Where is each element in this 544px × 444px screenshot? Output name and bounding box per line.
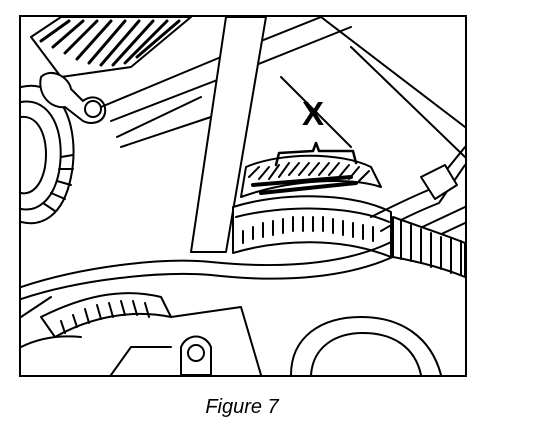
engine-illustration-frame: X	[19, 15, 467, 377]
figure-caption: Figure 7	[205, 396, 279, 418]
vacuum-line	[21, 146, 465, 300]
air-filter-ribs	[30, 17, 192, 78]
right-ribbed-hose	[392, 216, 465, 278]
ribbed-hose	[232, 154, 392, 258]
round-pulley	[21, 84, 75, 225]
support-brace	[190, 17, 267, 253]
callout-x-label: X	[301, 95, 324, 132]
engine-line-drawing	[21, 17, 465, 375]
callout-bracket	[274, 141, 358, 167]
lower-engine-parts	[21, 296, 442, 375]
vacuum-elbow	[39, 71, 107, 124]
lower-hose	[21, 292, 172, 348]
